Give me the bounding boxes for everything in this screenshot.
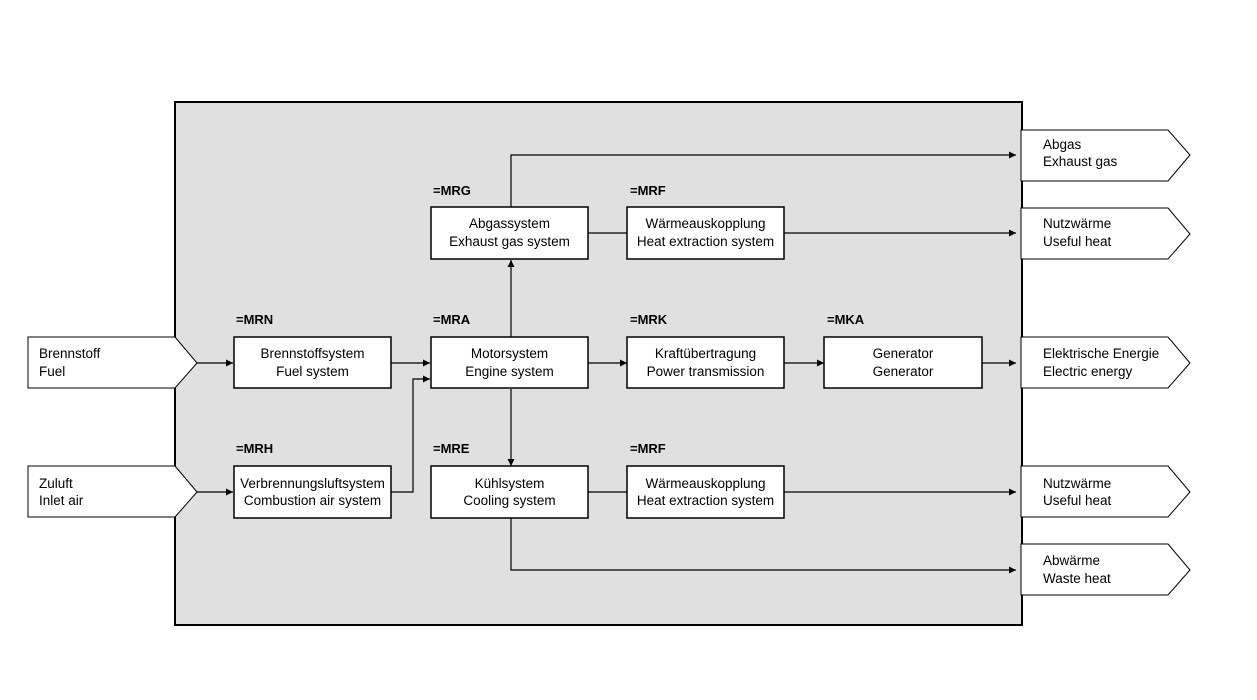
output-electric-label-de: Elektrische Energie: [1043, 346, 1159, 361]
input-air-label-en: Inlet air: [39, 493, 84, 508]
output-heat-top-label-en: Useful heat: [1043, 234, 1112, 249]
generator-label-en: Generator: [873, 364, 934, 379]
exhaust-to-output-arrow: [510, 151, 1016, 207]
cooling-to-waste-heat-arrow: [510, 518, 1016, 574]
combustion-air-label-en: Combustion air system: [244, 493, 381, 508]
output-exhaust-gas: Abgas Exhaust gas: [1020, 129, 1191, 182]
output-waste-label-de: Abwärme: [1043, 553, 1100, 568]
heat-extraction-bottom-label-de: Wärmeauskopplung: [645, 476, 765, 491]
box-heat-extraction-top: =MRF Wärmeauskopplung Heat extraction sy…: [626, 183, 785, 260]
heat-extraction-bottom-code: =MRF: [630, 441, 666, 456]
exhaust-system-label-en: Exhaust gas system: [449, 234, 570, 249]
generator-label-de: Generator: [873, 346, 934, 361]
box-exhaust-gas-system: =MRG Abgassystem Exhaust gas system: [430, 183, 589, 260]
output-heat-bottom-label-en: Useful heat: [1043, 493, 1112, 508]
power-transmission-label-de: Kraftübertragung: [655, 346, 756, 361]
flow-connections: [196, 151, 1016, 574]
output-electric-label-en: Electric energy: [1043, 364, 1133, 379]
output-useful-heat-top: Nutzwärme Useful heat: [1020, 207, 1191, 260]
heat-extraction-top-code: =MRF: [630, 183, 666, 198]
output-useful-heat-bottom: Nutzwärme Useful heat: [1020, 465, 1191, 518]
combustion-air-code: =MRH: [236, 441, 273, 456]
fuel-system-label-en: Fuel system: [276, 364, 349, 379]
output-heat-bottom-label-de: Nutzwärme: [1043, 476, 1111, 491]
heat-extraction-top-label-de: Wärmeauskopplung: [645, 216, 765, 231]
cooling-system-label-de: Kühlsystem: [475, 476, 545, 491]
output-heat-top-label-de: Nutzwärme: [1043, 216, 1111, 231]
output-waste-heat: Abwärme Waste heat: [1020, 543, 1191, 596]
combustion-air-label-de: Verbrennungsluftsystem: [240, 476, 385, 491]
fuel-system-code: =MRN: [236, 312, 273, 327]
output-electric-energy: Elektrische Energie Electric energy: [1020, 336, 1191, 389]
fuel-system-label-de: Brennstoffsystem: [260, 346, 364, 361]
heat-extraction-bottom-label-en: Heat extraction system: [637, 493, 774, 508]
input-fuel: Brennstoff Fuel: [27, 336, 198, 389]
input-fuel-label-en: Fuel: [39, 364, 65, 379]
cooling-system-label-en: Cooling system: [463, 493, 555, 508]
exhaust-system-code: =MRG: [433, 183, 471, 198]
input-fuel-label-de: Brennstoff: [39, 346, 101, 361]
box-cooling-system: =MRE Kühlsystem Cooling system: [430, 441, 589, 519]
box-power-transmission: =MRK Kraftübertragung Power transmission: [626, 312, 785, 389]
combustion-air-to-engine-arrow: [391, 375, 430, 493]
output-exhaust-label-en: Exhaust gas: [1043, 154, 1118, 169]
output-waste-label-en: Waste heat: [1043, 571, 1111, 586]
engine-system-label-de: Motorsystem: [471, 346, 548, 361]
power-transmission-code: =MRK: [630, 312, 668, 327]
input-air-label-de: Zuluft: [39, 476, 73, 491]
box-generator: =MKA Generator Generator: [823, 312, 983, 389]
input-inlet-air: Zuluft Inlet air: [27, 465, 198, 518]
generator-code: =MKA: [827, 312, 865, 327]
cooling-system-code: =MRE: [433, 441, 470, 456]
box-heat-extraction-bottom: =MRF Wärmeauskopplung Heat extraction sy…: [626, 441, 785, 519]
engine-system-code: =MRA: [433, 312, 471, 327]
exhaust-system-label-de: Abgassystem: [469, 216, 550, 231]
box-combustion-air-system: =MRH Verbrennungsluftsystem Combustion a…: [233, 441, 392, 519]
box-engine-system: =MRA Motorsystem Engine system: [430, 312, 589, 389]
engine-system-label-en: Engine system: [465, 364, 554, 379]
output-exhaust-label-de: Abgas: [1043, 137, 1082, 152]
heat-extraction-top-label-en: Heat extraction system: [637, 234, 774, 249]
box-fuel-system: =MRN Brennstoffsystem Fuel system: [233, 312, 392, 389]
power-transmission-label-en: Power transmission: [647, 364, 765, 379]
